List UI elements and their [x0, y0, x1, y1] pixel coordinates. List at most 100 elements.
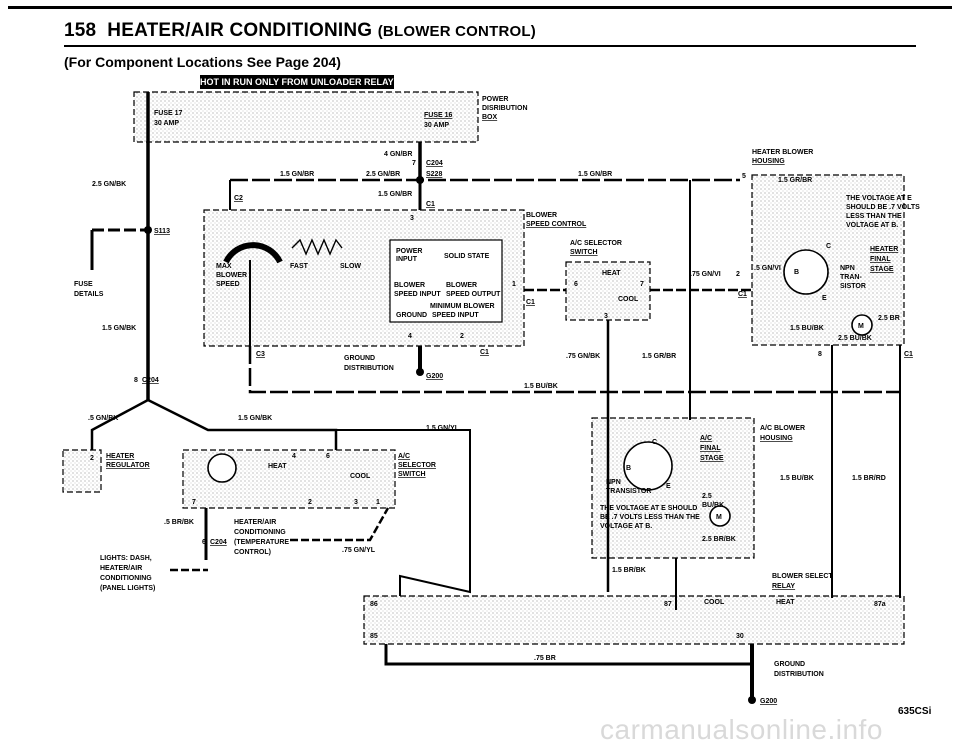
bsr-1: BLOWER SELECT — [772, 573, 833, 580]
slow-label: SLOW — [340, 263, 361, 270]
heater-blower-1: HEATER BLOWER — [752, 149, 813, 156]
wire-label-15gnbr-a: 1.5 GN/BR — [280, 171, 314, 178]
blower-speed-input-2: SPEED INPUT — [394, 291, 441, 298]
ac-blower-2: HOUSING — [760, 435, 793, 442]
note-e-4: VOLTAGE AT B. — [846, 222, 898, 229]
watermark: carmanualsonline.info — [600, 714, 883, 745]
heater-reg-2: REGULATOR — [106, 462, 150, 469]
c1-label: C1 — [426, 201, 435, 208]
ac-blower-motor — [709, 505, 731, 527]
wire-label-5gnbk: .5 GN/BK — [88, 415, 118, 422]
c204-pin-6: 6 — [202, 539, 206, 546]
blower-ctrl-1: BLOWER — [526, 212, 557, 219]
wire-c204-split — [90, 398, 149, 450]
lights-4: (PANEL LIGHTS) — [100, 585, 155, 592]
npn-1: NPN — [840, 265, 855, 272]
npn-b-label: NPN — [606, 479, 621, 486]
note-e-2: SHOULD BE .7 VOLTS — [846, 204, 920, 211]
npn-3: SISTOR — [840, 283, 866, 290]
c1-b-label: C1 — [480, 349, 489, 356]
blower-speed-input-1: BLOWER — [394, 282, 425, 289]
heater-reg-pin2: 2 — [90, 455, 94, 462]
wire-label-5gnvi: .5 GN/VI — [754, 265, 781, 272]
pin-8: 8 — [818, 351, 822, 358]
fuse-details-2: DETAILS — [74, 291, 104, 298]
wire-label-25bubk: 2.5 BU/BK — [838, 335, 872, 342]
fuse-details-1: FUSE — [74, 281, 93, 288]
devices — [207, 238, 873, 527]
motor-m-label: M — [858, 323, 864, 330]
wire-label-15gnbr-c: 1.5 GN/BR — [378, 191, 412, 198]
power-dist-label-3: BOX — [482, 114, 498, 121]
wire-label-75br: .75 BR — [534, 655, 556, 662]
page-number: 158 — [64, 20, 97, 41]
component-location-note: (For Component Locations See Page 204) — [64, 54, 341, 70]
fuse16-label: FUSE 16 — [424, 112, 453, 119]
blower-select-relay-box — [363, 595, 905, 645]
wire-c204-right — [147, 398, 338, 450]
heater-reg-1: HEATER — [106, 453, 134, 460]
ground-label-ss: GROUND — [396, 312, 427, 319]
heater-regulator-box — [62, 449, 102, 493]
wire-label-25brbk: 2.5 BR/BK — [702, 536, 736, 543]
wire-label-5brbk: .5 BR/BK — [164, 519, 194, 526]
heater-final-2: FINAL — [870, 256, 891, 263]
power-input-2: INPUT — [396, 256, 418, 263]
b-label: B — [794, 269, 799, 276]
relay-heat: HEAT — [776, 599, 795, 606]
wires — [90, 92, 901, 698]
lights-3: CONDITIONING — [100, 575, 152, 582]
page-subtitle: (BLOWER CONTROL) — [377, 23, 536, 40]
component-boxes — [62, 91, 905, 645]
ac-blower-housing-box — [591, 417, 755, 559]
wire-label-25gnbr: 2.5 GN/BR — [366, 171, 400, 178]
s113-label: S113 — [154, 228, 170, 235]
pin-5: 5 — [742, 173, 746, 180]
ac-final-3: STAGE — [700, 455, 724, 462]
relay-85: 85 — [370, 633, 378, 640]
wire-label-75gnvi: .75 GN/VI — [690, 271, 721, 278]
wire-label-25gnbk: 2.5 GN/BK — [92, 181, 126, 188]
relay-86: 86 — [370, 601, 378, 608]
c2l-label: C — [652, 439, 657, 446]
temp-pin-6: 6 — [326, 453, 330, 460]
temp-pin-4: 4 — [292, 453, 296, 460]
solid-state-box — [389, 239, 503, 323]
fuse16-amp: 30 AMP — [424, 122, 449, 129]
relay-30: 30 — [736, 633, 744, 640]
ac-blower-1: A/C BLOWER — [760, 425, 805, 432]
diagram-labels: FUSE 17 30 AMP FUSE 16 30 AMP POWER DISR… — [74, 96, 920, 705]
wire-gn-yl — [336, 429, 471, 596]
heat2-label: HEAT — [268, 463, 287, 470]
wire-label-15gnbr-b: 1.5 GN/BR — [578, 171, 612, 178]
min-blower-1: MINIMUM BLOWER — [430, 303, 495, 310]
note-ac-1: THE VOLTAGE AT E SHOULD — [600, 505, 697, 512]
wire-label-15bubk: 1.5 BU/BK — [790, 325, 824, 332]
c204-b-label: C204 — [142, 377, 159, 384]
cool-label: COOL — [618, 296, 639, 303]
wire-label-75gnyl: .75 GN/YL — [342, 547, 376, 554]
pin-8b: 8 — [134, 377, 138, 384]
wire-label-25br: 2.5 BR — [878, 315, 900, 322]
wire-label-25bubk-b: 2.5 — [702, 493, 712, 500]
blower-ctrl-2: SPEED CONTROL — [526, 221, 587, 228]
wire-label-15grbr: 1.5 GR/BR — [642, 353, 676, 360]
heater-air-3: (TEMPERATURE — [234, 539, 289, 546]
pin-1: 1 — [512, 281, 516, 288]
wire-label-15bubk-bus: 1.5 BU/BK — [524, 383, 558, 390]
temp-pin-1: 1 — [376, 499, 380, 506]
fuse17-label: FUSE 17 — [154, 110, 183, 117]
pin-2b: 2 — [736, 271, 740, 278]
c204-pin-7: 7 — [412, 160, 416, 167]
s228-splice — [416, 176, 424, 184]
wire-label-4gnbr: 4 GN/BR — [384, 151, 412, 158]
note-ac-3: VOLTAGE AT B. — [600, 523, 652, 530]
wire-label-25bubk-b2: BU/BK — [702, 502, 724, 509]
heater-final-3: STAGE — [870, 266, 894, 273]
e-label: E — [822, 295, 827, 302]
max-3: SPEED — [216, 281, 240, 288]
top-rule — [8, 6, 952, 9]
c1-far-label: C1 — [904, 351, 913, 358]
fast-label: FAST — [290, 263, 309, 270]
lights-1: LIGHTS: DASH, — [100, 555, 152, 562]
